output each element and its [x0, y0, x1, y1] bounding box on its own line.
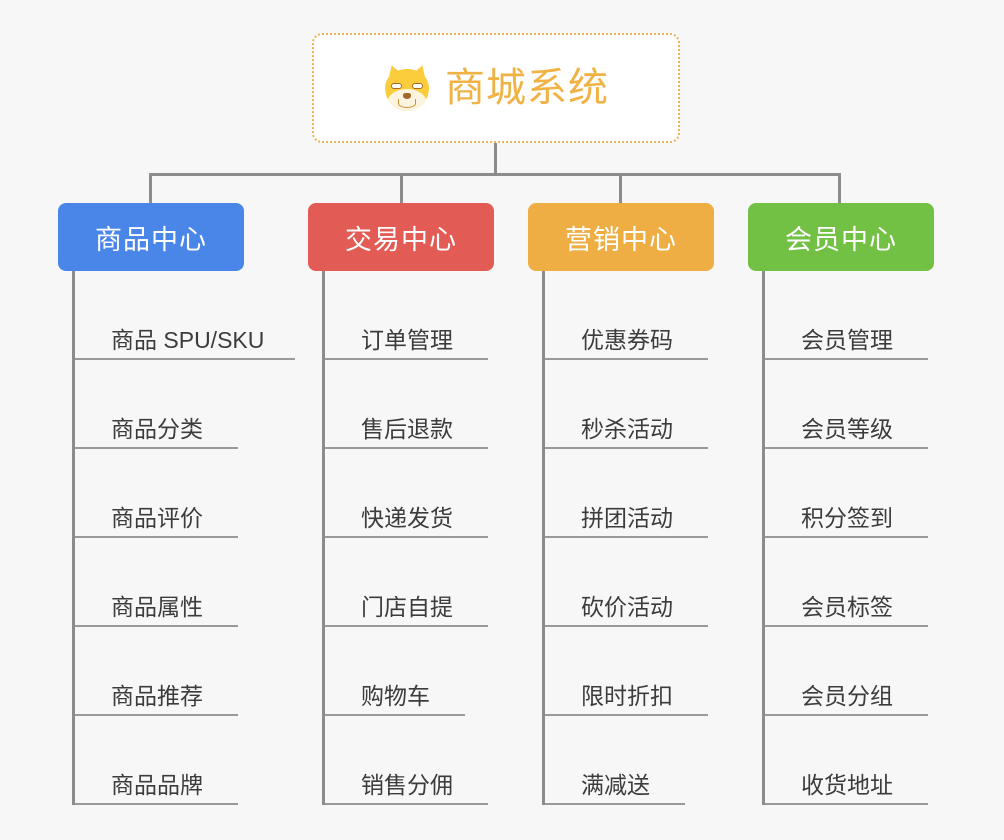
connector-drop-3 [838, 173, 841, 205]
list-item[interactable]: 快递发货 [325, 449, 488, 538]
dog-mouth-icon [398, 99, 416, 108]
category-header-1[interactable]: 交易中心 [308, 203, 494, 271]
connector-drop-0 [149, 173, 152, 205]
leaf-label: 商品 SPU/SKU [111, 326, 265, 353]
list-item[interactable]: 积分签到 [765, 449, 928, 538]
category-label-0: 商品中心 [95, 224, 207, 255]
list-item[interactable]: 购物车 [325, 627, 465, 716]
leaf-label: 门店自提 [361, 593, 453, 620]
list-item[interactable]: 商品分类 [75, 360, 238, 449]
leaf-label: 快递发货 [361, 504, 453, 531]
list-item[interactable]: 订单管理 [325, 271, 488, 360]
connector-horizontal-bus [150, 173, 840, 176]
list-item[interactable]: 限时折扣 [545, 627, 708, 716]
leaf-label: 会员分组 [801, 682, 893, 709]
list-item[interactable]: 满减送 [545, 716, 685, 805]
connector-drop-2 [619, 173, 622, 205]
leaf-label: 商品评价 [111, 504, 203, 531]
root-title: 商城系统 [445, 66, 609, 110]
leaf-label: 满减送 [581, 771, 650, 798]
leaf-label: 砍价活动 [581, 593, 673, 620]
leaf-list-0: 商品 SPU/SKU 商品分类 商品评价 商品属性 商品推荐 商品品牌 [72, 271, 295, 805]
list-item[interactable]: 收货地址 [765, 716, 928, 805]
leaf-label: 销售分佣 [361, 771, 453, 798]
root-node[interactable]: 商城系统 [312, 33, 680, 143]
list-item[interactable]: 商品推荐 [75, 627, 238, 716]
leaf-label: 限时折扣 [581, 682, 673, 709]
category-label-2: 营销中心 [565, 224, 677, 255]
connector-drop-1 [400, 173, 403, 205]
category-header-2[interactable]: 营销中心 [528, 203, 714, 271]
leaf-label: 售后退款 [361, 415, 453, 442]
dog-eye-right-icon [412, 83, 423, 89]
list-item[interactable]: 会员管理 [765, 271, 928, 360]
list-item[interactable]: 商品属性 [75, 538, 238, 627]
list-item[interactable]: 门店自提 [325, 538, 488, 627]
leaf-label: 商品属性 [111, 593, 203, 620]
leaf-label: 积分签到 [801, 504, 893, 531]
category-header-0[interactable]: 商品中心 [58, 203, 244, 271]
leaf-label: 商品品牌 [111, 771, 203, 798]
leaf-label: 会员标签 [801, 593, 893, 620]
list-item[interactable]: 优惠券码 [545, 271, 708, 360]
leaf-label: 拼团活动 [581, 504, 673, 531]
leaf-label: 购物车 [361, 682, 430, 709]
branch-column-1: 交易中心 订单管理 售后退款 快递发货 门店自提 购物车 销售分佣 [308, 203, 494, 805]
list-item[interactable]: 会员等级 [765, 360, 928, 449]
list-item[interactable]: 商品 SPU/SKU [75, 271, 295, 360]
category-header-3[interactable]: 会员中心 [748, 203, 934, 271]
leaf-label: 会员管理 [801, 326, 893, 353]
category-label-1: 交易中心 [345, 224, 457, 255]
leaf-label: 优惠券码 [581, 326, 673, 353]
list-item[interactable]: 会员分组 [765, 627, 928, 716]
branch-column-3: 会员中心 会员管理 会员等级 积分签到 会员标签 会员分组 收货地址 [748, 203, 934, 805]
list-item[interactable]: 秒杀活动 [545, 360, 708, 449]
list-item[interactable]: 商品品牌 [75, 716, 238, 805]
list-item[interactable]: 会员标签 [765, 538, 928, 627]
branch-column-0: 商品中心 商品 SPU/SKU 商品分类 商品评价 商品属性 商品推荐 商品品牌 [58, 203, 295, 805]
leaf-list-2: 优惠券码 秒杀活动 拼团活动 砍价活动 限时折扣 满减送 [542, 271, 714, 805]
list-item[interactable]: 销售分佣 [325, 716, 488, 805]
leaf-label: 会员等级 [801, 415, 893, 442]
leaf-list-3: 会员管理 会员等级 积分签到 会员标签 会员分组 收货地址 [762, 271, 934, 805]
list-item[interactable]: 售后退款 [325, 360, 488, 449]
leaf-list-1: 订单管理 售后退款 快递发货 门店自提 购物车 销售分佣 [322, 271, 494, 805]
category-label-3: 会员中心 [785, 224, 897, 255]
list-item[interactable]: 拼团活动 [545, 449, 708, 538]
leaf-label: 收货地址 [801, 771, 893, 798]
leaf-label: 商品推荐 [111, 682, 203, 709]
shiba-dog-face-icon [383, 62, 431, 112]
list-item[interactable]: 商品评价 [75, 449, 238, 538]
branch-column-2: 营销中心 优惠券码 秒杀活动 拼团活动 砍价活动 限时折扣 满减送 [528, 203, 714, 805]
leaf-label: 商品分类 [111, 415, 203, 442]
dog-nose-icon [403, 93, 411, 99]
connector-root-stem [494, 143, 497, 175]
dog-head-icon [385, 69, 429, 111]
dog-eye-left-icon [391, 83, 402, 89]
leaf-label: 订单管理 [361, 326, 453, 353]
list-item[interactable]: 砍价活动 [545, 538, 708, 627]
leaf-label: 秒杀活动 [581, 415, 673, 442]
